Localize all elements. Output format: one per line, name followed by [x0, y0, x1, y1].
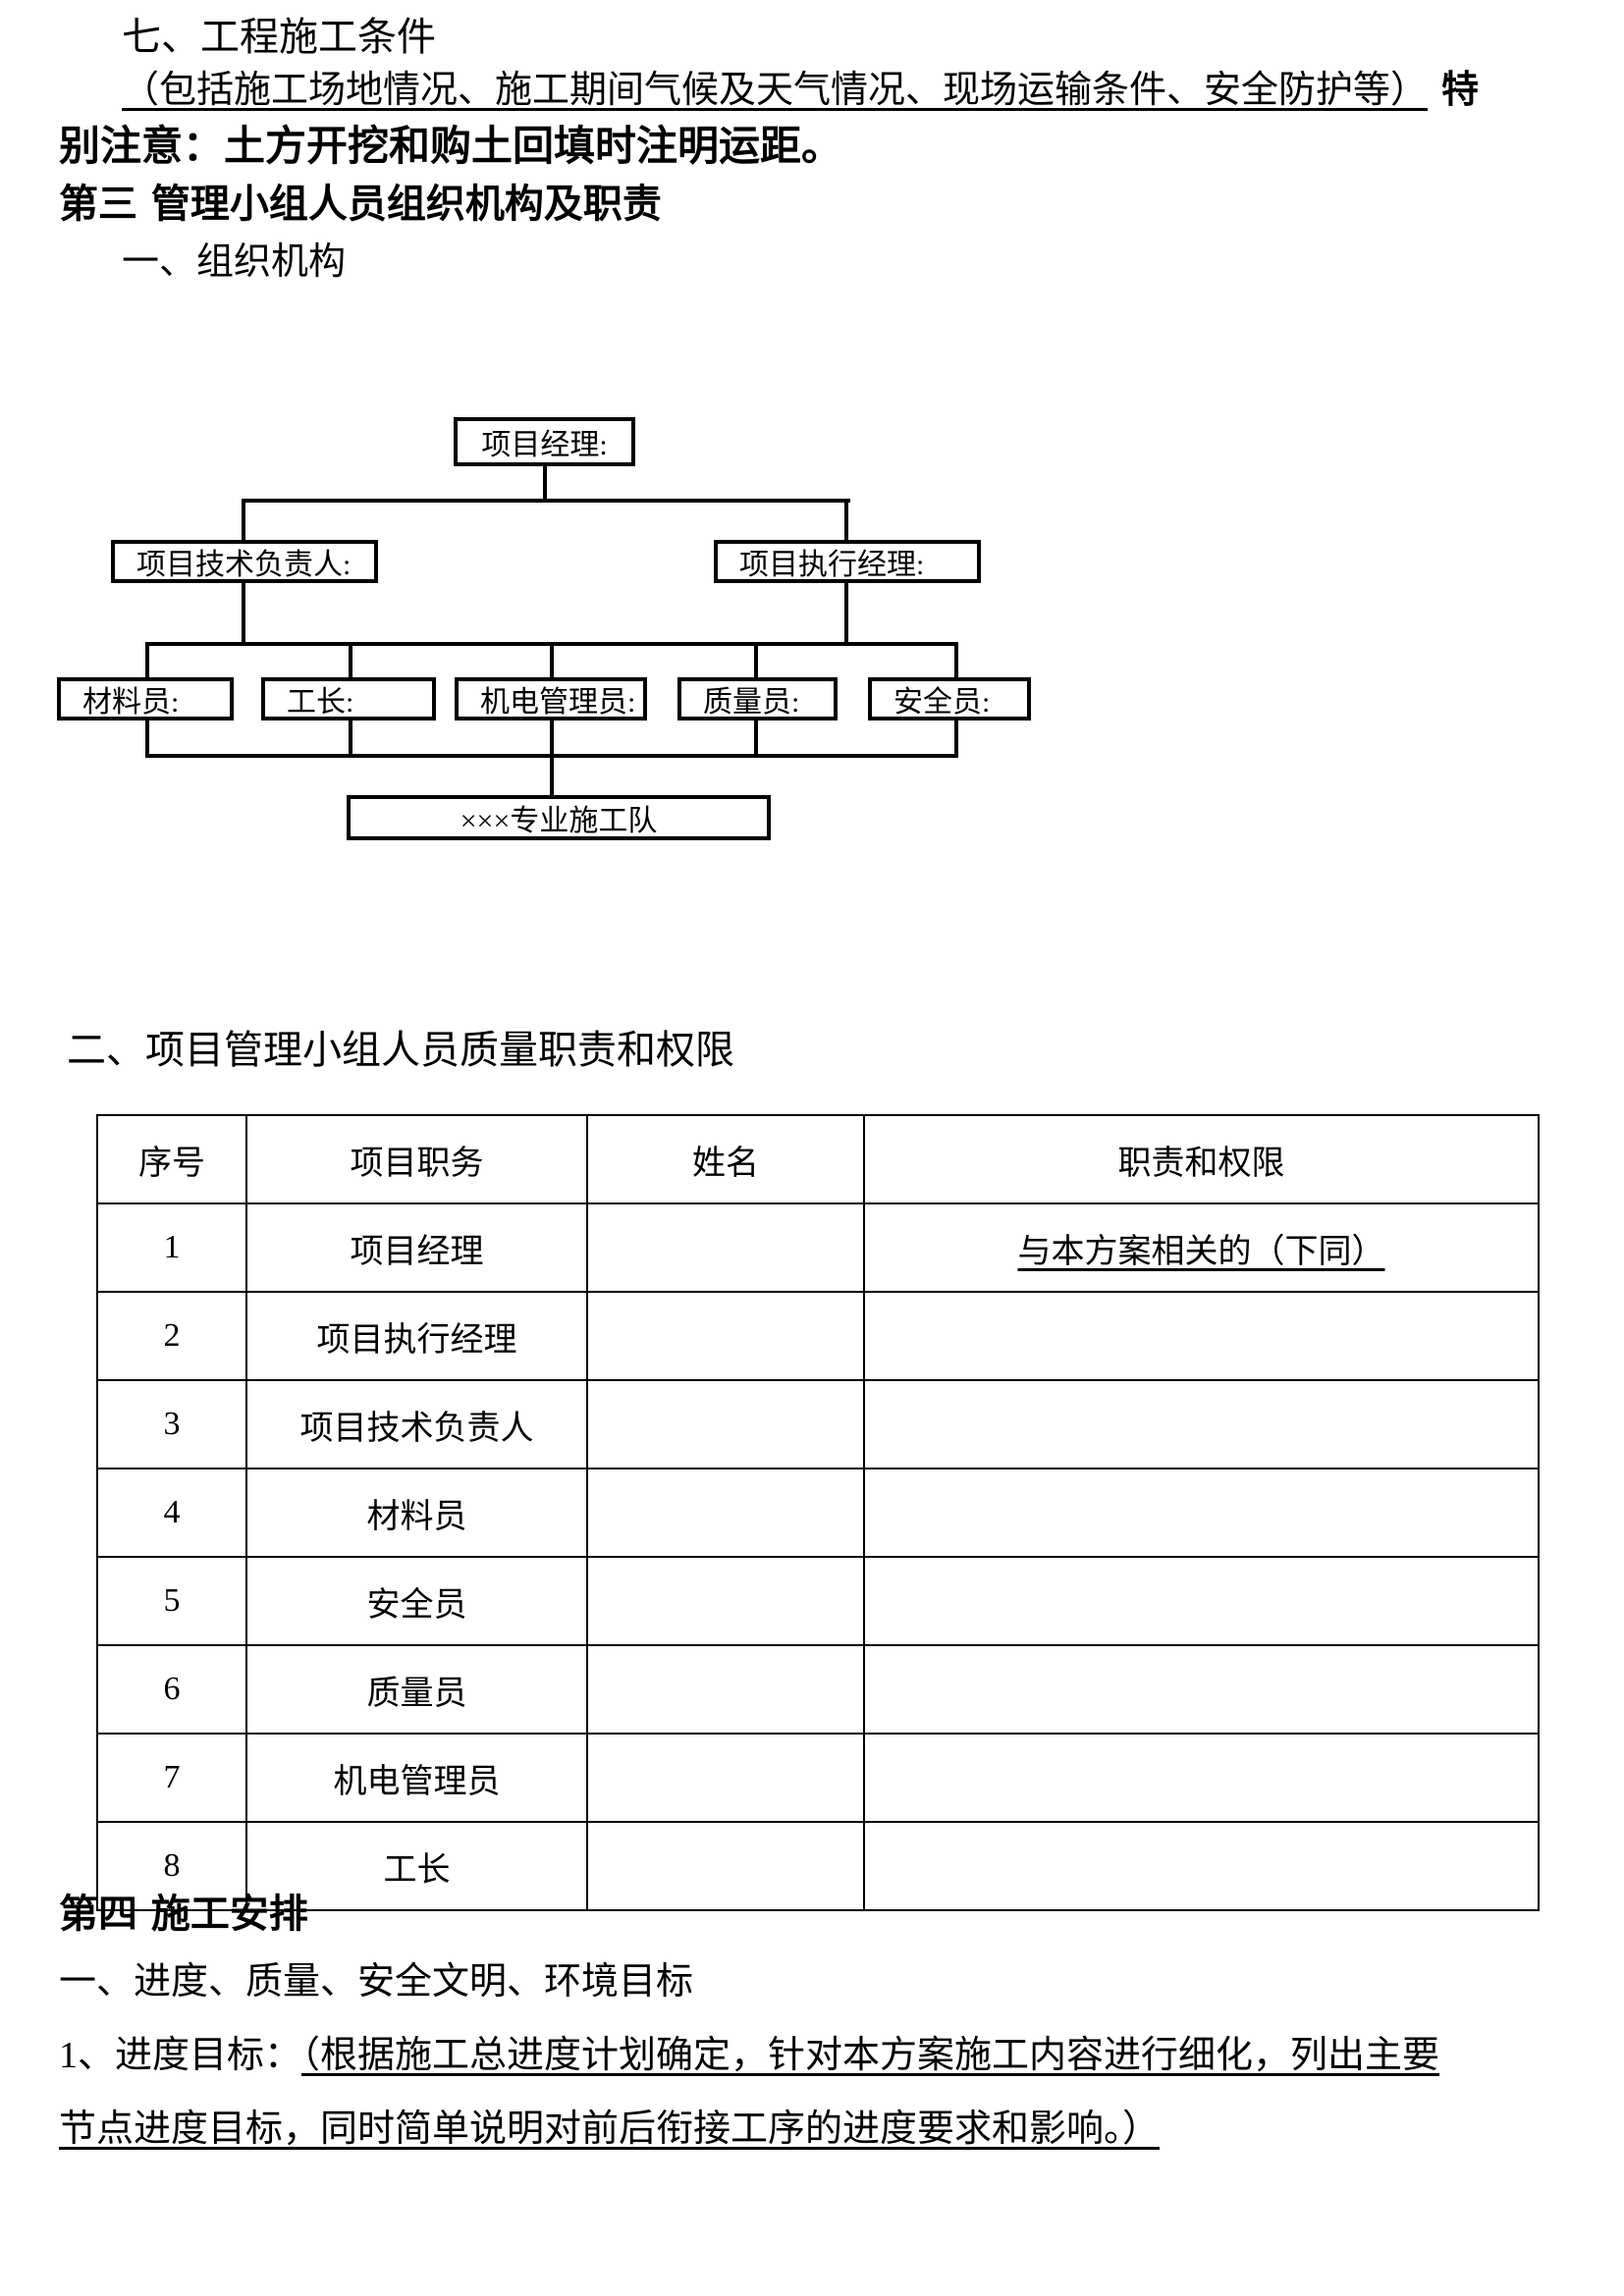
- table-cell-post: 材料员: [245, 1468, 588, 1558]
- table-cell-duty: [863, 1291, 1540, 1381]
- table-cell-no: 7: [96, 1733, 247, 1823]
- table-cell-duty: [863, 1556, 1540, 1646]
- responsibility-table: 序号 项目职务 姓名 职责和权限 1 项目经理 与本方案相关的（下同） 2 项目…: [96, 1114, 1540, 1911]
- chapter-four-item-two-prefix: 1、进度目标：: [59, 2035, 302, 2076]
- connector-to-construction-team: [550, 754, 554, 799]
- chapter-four-item-two-underlined-line1: （根据施工总进度计划确定，针对本方案施工内容进行细化，列出主要: [301, 2035, 1440, 2076]
- table-cell-duty: [863, 1733, 1540, 1823]
- chapter-four-item-two-underlined-line2: 节点进度目标，同时简单说明对前后衔接工序的进度要求和影响。）: [59, 2109, 1161, 2150]
- table-cell-post: 项目执行经理: [245, 1291, 588, 1381]
- org-node-technical-lead: 项目技术负责人:: [111, 540, 378, 583]
- org-node-staff-5: 安全员:: [868, 677, 1031, 721]
- section-seven-heading: 七、工程施工条件: [122, 15, 436, 59]
- connector-staff-tail-3: [550, 717, 554, 758]
- table-cell-no: 5: [96, 1556, 247, 1646]
- table-cell-post: 项目经理: [245, 1202, 588, 1293]
- organization-chart: 项目经理: 项目技术负责人: 项目执行经理:: [0, 417, 1624, 648]
- chapter-four-item-two-line1: 1、进度目标：（根据施工总进度计划确定，针对本方案施工内容进行细化，列出主要: [59, 2037, 1439, 2074]
- connector-to-executive-manager: [844, 499, 848, 544]
- org-node-technical-lead-label: 项目技术负责人:: [136, 549, 352, 581]
- connector-technical-lead-down: [242, 583, 245, 646]
- table-cell-name: [586, 1379, 865, 1469]
- org-node-staff-2-label: 工长:: [287, 686, 354, 719]
- section-seven-note-line1: （包括施工场地情况、施工期间气候及天气情况、现场运输条件、安全防护等） 特: [122, 71, 1479, 109]
- chapter-four-item-one: 一、进度、质量、安全文明、环境目标: [59, 1961, 694, 2002]
- table-header-name: 姓名: [586, 1114, 865, 1204]
- table-row: 8 工长: [96, 1821, 1540, 1911]
- table-row: 5 安全员: [96, 1556, 1540, 1646]
- connector-staff-drop-5: [954, 642, 958, 689]
- table-header-duty: 职责和权限: [863, 1114, 1540, 1204]
- connector-staff-tail-1: [145, 717, 149, 758]
- table-cell-no: 4: [96, 1468, 247, 1558]
- table-row: 4 材料员: [96, 1468, 1540, 1558]
- org-node-staff-1-label: 材料员:: [82, 686, 180, 719]
- table-row: 7 机电管理员: [96, 1733, 1540, 1823]
- org-node-staff-3-label: 机电管理员:: [480, 686, 636, 719]
- table-row: 6 质量员: [96, 1644, 1540, 1735]
- table-cell-name: [586, 1644, 865, 1735]
- table-header-no: 序号: [96, 1114, 247, 1204]
- table-cell-no: 3: [96, 1379, 247, 1469]
- table-cell-no: 6: [96, 1644, 247, 1735]
- table-cell-duty: [863, 1379, 1540, 1469]
- connector-staff-tail-5: [954, 717, 958, 758]
- table-cell-name: [586, 1556, 865, 1646]
- subsection-two-heading: 二、项目管理小组人员质量职责和权限: [67, 1028, 734, 1072]
- org-node-project-manager: 项目经理:: [454, 417, 635, 466]
- table-cell-post: 质量员: [245, 1644, 588, 1735]
- org-node-construction-team: ×××专业施工队: [347, 795, 771, 840]
- table-row: 1 项目经理 与本方案相关的（下同）: [96, 1202, 1540, 1293]
- org-node-staff-4-label: 质量员:: [703, 686, 800, 719]
- table-cell-duty: 与本方案相关的（下同）: [863, 1202, 1540, 1293]
- table-cell-post: 工长: [245, 1821, 588, 1911]
- table-cell-duty: [863, 1644, 1540, 1735]
- table-cell-post: 机电管理员: [245, 1733, 588, 1823]
- table-row: 2 项目执行经理: [96, 1291, 1540, 1381]
- table-cell-no: 2: [96, 1291, 247, 1381]
- section-seven-note-bold-tail: 特: [1441, 68, 1480, 111]
- table-row: 3 项目技术负责人: [96, 1379, 1540, 1469]
- section-seven-note-line2: 别注意：土方开挖和购土回填时注明运距。: [59, 122, 843, 170]
- table-cell-duty-text: 与本方案相关的（下同）: [1017, 1233, 1385, 1270]
- connector-staff-tail-2: [349, 717, 352, 758]
- org-node-project-manager-label: 项目经理:: [481, 429, 608, 461]
- org-node-executive-manager: 项目执行经理:: [714, 540, 981, 583]
- connector-executive-manager-down: [844, 583, 848, 646]
- connector-staff-drop-3: [550, 642, 554, 689]
- org-node-staff-5-label: 安全员:: [893, 686, 991, 719]
- org-node-staff-2: 工长:: [261, 677, 436, 721]
- connector-level1-rail: [242, 499, 850, 503]
- chapter-four-heading: 第四 施工安排: [59, 1892, 308, 1937]
- connector-to-technical-lead: [242, 499, 245, 544]
- org-node-staff-4: 质量员:: [677, 677, 838, 721]
- table-cell-post: 安全员: [245, 1556, 588, 1646]
- connector-staff-tail-4: [754, 717, 758, 758]
- subsection-one-heading: 一、组织机构: [122, 241, 347, 283]
- section-seven-note-underlined: （包括施工场地情况、施工期间气候及天气情况、现场运输条件、安全防护等）: [122, 70, 1429, 111]
- table-cell-duty: [863, 1821, 1540, 1911]
- org-node-construction-team-label: ×××专业施工队: [460, 805, 658, 837]
- connector-manager-down: [543, 466, 547, 502]
- table-cell-no: 8: [96, 1821, 247, 1911]
- table-cell-duty: [863, 1468, 1540, 1558]
- table-cell-no: 1: [96, 1202, 247, 1293]
- org-node-executive-manager-label: 项目执行经理:: [739, 549, 925, 581]
- table-cell-name: [586, 1291, 865, 1381]
- org-node-staff-1: 材料员:: [57, 677, 234, 721]
- table-cell-name: [586, 1468, 865, 1558]
- organization-chart-lower: 材料员: 工长: 机电管理员: 质量员: 安全员: ×××专业施工队: [0, 583, 1624, 848]
- connector-staff-drop-2: [349, 642, 352, 689]
- chapter-three-heading: 第三 管理小组人员组织机构及职责: [59, 182, 662, 227]
- responsibility-table-body: 序号 项目职务 姓名 职责和权限 1 项目经理 与本方案相关的（下同） 2 项目…: [96, 1114, 1540, 1911]
- table-cell-name: [586, 1821, 865, 1911]
- table-cell-name: [586, 1733, 865, 1823]
- org-node-staff-3: 机电管理员:: [455, 677, 647, 721]
- table-cell-post: 项目技术负责人: [245, 1379, 588, 1469]
- table-header-row: 序号 项目职务 姓名 职责和权限: [96, 1114, 1540, 1204]
- table-cell-name: [586, 1202, 865, 1293]
- table-header-post: 项目职务: [245, 1114, 588, 1204]
- connector-staff-drop-1: [145, 642, 149, 689]
- connector-staff-drop-4: [754, 642, 758, 689]
